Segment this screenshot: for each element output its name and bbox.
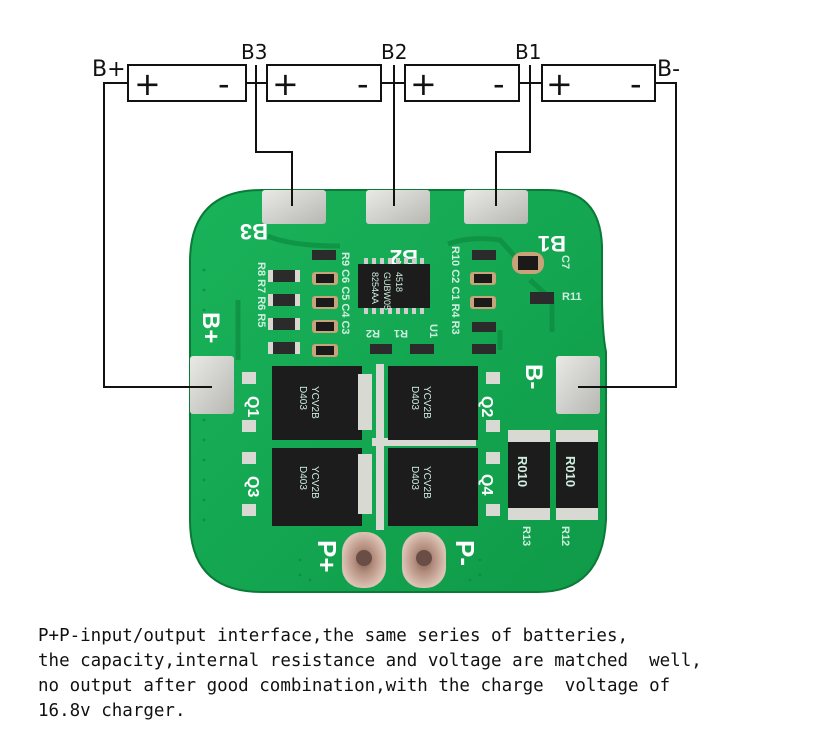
battery-cell-2: + -	[266, 64, 382, 103]
mosfet-q3: D403 YCV2B	[242, 448, 372, 526]
svg-text:YCV2B: YCV2B	[421, 386, 432, 419]
cell-plus-sign: +	[272, 65, 299, 103]
ic-marking-1: 8254AA	[370, 272, 380, 304]
silk-r2: R2	[366, 327, 380, 339]
battery-cell-4: + -	[541, 64, 656, 103]
cell-minus-sign: -	[630, 65, 642, 103]
r12-value: R010	[563, 456, 578, 487]
caption-line-4: 16.8v charger.	[38, 701, 186, 721]
caption-line-3: no output after good combination,with th…	[38, 676, 671, 696]
svg-text:YCV2B: YCV2B	[421, 466, 432, 499]
ic-marking-3: 4518	[394, 272, 404, 292]
silk-q3: Q3	[244, 476, 261, 497]
terminal-label-b-minus: B-	[657, 57, 680, 82]
mosfet-q4: D403 YCV2B	[388, 448, 500, 526]
silk-right-labels: R10 C2 C1 R4 R3	[449, 246, 461, 335]
svg-text:D403: D403	[409, 466, 420, 490]
silk-p-minus: P-	[450, 540, 480, 566]
silk-q1: Q1	[244, 396, 261, 417]
solder-pad-b-minus	[556, 356, 600, 414]
resistor-r11	[530, 292, 554, 304]
cell-plus-sign: +	[410, 65, 437, 103]
solder-pad-b3	[262, 190, 326, 224]
mosfet-q1: D403 YCV2B	[242, 366, 372, 440]
mosfets: D403 YCV2B D403 YCV2B D403 YCV2B D403 YC…	[242, 364, 500, 530]
sense-resistor-r12: R010	[556, 430, 598, 520]
caption-line-2: the capacity,internal resistance and vol…	[38, 651, 702, 671]
cell-minus-sign: -	[493, 65, 505, 103]
output-hole-p-plus	[342, 532, 386, 588]
silk-b-plus: B+	[197, 312, 224, 343]
mosfet-q2: D403 YCV2B	[388, 366, 500, 440]
smd-components-right	[370, 250, 496, 354]
silk-u1: U1	[427, 324, 439, 338]
terminal-label-b2: B2	[381, 40, 407, 64]
silk-b1: B1	[538, 231, 566, 256]
silk-r11: R11	[562, 291, 582, 303]
ic-marking-2: GUBW05	[382, 272, 392, 310]
silk-p-plus: P+	[312, 540, 342, 573]
output-hole-p-minus	[402, 532, 446, 588]
cell-plus-sign: +	[134, 65, 161, 103]
silk-q4: Q4	[478, 474, 495, 495]
silk-b-minus: B-	[520, 364, 547, 389]
r13-value: R010	[515, 456, 530, 487]
silk-c7: C7	[559, 255, 571, 269]
terminal-label-b-plus: B+	[92, 57, 126, 82]
sense-resistor-r13: R010	[508, 430, 550, 520]
terminal-label-b1: B1	[515, 40, 541, 64]
smd-resistors-left	[268, 270, 300, 354]
silk-left-labels: R8 R7 R6 R5	[255, 262, 267, 327]
svg-text:YCV2B: YCV2B	[309, 386, 320, 419]
silk-r1: R1	[394, 327, 408, 339]
battery-cell-3: + -	[404, 64, 520, 103]
terminal-label-b3: B3	[241, 40, 267, 64]
svg-text:D403: D403	[297, 386, 308, 410]
caption-line-1: P+P-input/output interface,the same seri…	[38, 626, 629, 646]
silk-mid-labels: R9 C6 C5 C4 C3	[339, 252, 351, 335]
silk-b3: B3	[240, 219, 268, 244]
solder-pad-b1	[464, 190, 528, 224]
solder-pad-b-plus	[190, 356, 234, 414]
smd-capacitors-mid	[312, 250, 338, 357]
solder-pad-b2	[366, 190, 430, 224]
silk-r13: R13	[520, 526, 532, 546]
silk-q2: Q2	[478, 396, 495, 417]
silk-r12: R12	[559, 526, 571, 546]
svg-text:D403: D403	[297, 466, 308, 490]
battery-cell-1: + -	[127, 64, 247, 103]
svg-text:YCV2B: YCV2B	[309, 466, 320, 499]
cell-minus-sign: -	[357, 65, 369, 103]
wiring	[103, 65, 677, 388]
svg-text:D403: D403	[409, 386, 420, 410]
cell-plus-sign: +	[546, 65, 573, 103]
protection-ic: 8254AA GUBW05 4518	[358, 258, 430, 314]
cell-minus-sign: -	[218, 65, 230, 103]
